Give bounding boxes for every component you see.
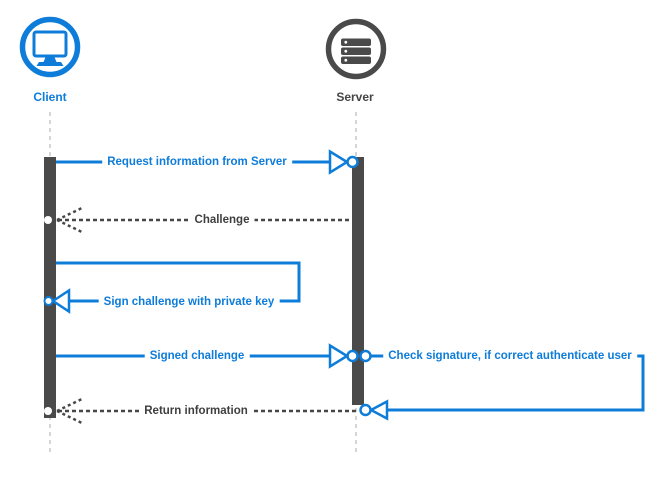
- message-label-challenge: Challenge: [189, 213, 255, 227]
- endpoint-circle-icon: [359, 403, 372, 417]
- endpoint-circle-icon: [43, 296, 54, 306]
- message-label-return-information: Return information: [139, 404, 253, 418]
- message-label-signed-challenge: Signed challenge: [144, 349, 250, 363]
- endpoint-dot-icon: [44, 216, 52, 224]
- server-activation-bar: [352, 157, 364, 405]
- dashed-arrowhead-icon: [56, 218, 85, 235]
- endpoint-circle-icon: [346, 155, 359, 169]
- open-triangle-arrowhead-icon: [368, 399, 389, 421]
- open-triangle-arrowhead-icon: [50, 288, 71, 314]
- endpoint-circle-icon: [346, 349, 359, 363]
- open-triangle-arrowhead-icon: [328, 343, 350, 369]
- open-triangle-arrowhead-icon: [328, 149, 350, 175]
- dashed-arrowhead-icon: [56, 409, 85, 426]
- client-activation-bar: [44, 157, 56, 418]
- monitor-icon: [19, 16, 81, 78]
- server-stack-icon: [325, 18, 387, 80]
- message-label-request-information: Request information from Server: [102, 155, 292, 169]
- endpoint-dot-icon: [44, 407, 52, 415]
- dashed-arrowhead-icon: [56, 396, 85, 413]
- dashed-arrowhead-icon: [56, 205, 85, 222]
- message-label-check-signature: Check signature, if correct authenticate…: [383, 349, 637, 363]
- server-actor-label: Server: [336, 90, 374, 104]
- message-label-sign-challenge: Sign challenge with private key: [98, 295, 280, 309]
- endpoint-circle-icon: [359, 349, 372, 363]
- client-actor-label: Client: [33, 90, 67, 104]
